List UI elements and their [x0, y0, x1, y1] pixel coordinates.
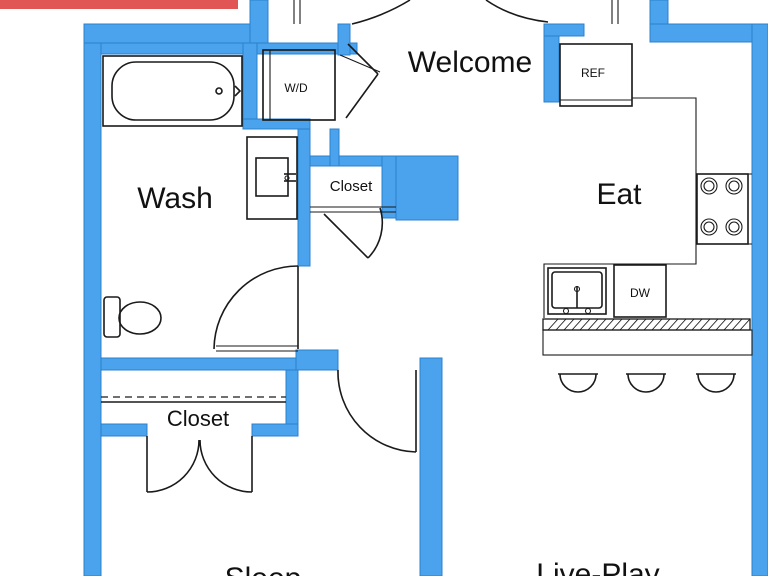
- hall-closet-door: [310, 206, 396, 259]
- wall-exterior-left: [83, 23, 102, 576]
- toilet: [103, 296, 162, 338]
- bath-vanity: [246, 136, 298, 220]
- header-badge: [0, 0, 238, 9]
- kitchen-sink: [547, 267, 607, 315]
- island-counter: [542, 318, 753, 356]
- laundry-bifold-door: [339, 43, 381, 119]
- wall-exterior-top-left: [83, 23, 269, 44]
- bar-stool: [696, 373, 736, 393]
- room-label-closet-hall: Closet: [330, 178, 373, 195]
- walls: [83, 0, 768, 576]
- wall-wash-top: [100, 42, 252, 55]
- dishwasher: DW: [613, 264, 667, 318]
- wall-closet-left-jamb: [100, 423, 148, 437]
- wall-wash-bottom: [100, 357, 297, 371]
- wall-laundry-post: [337, 23, 351, 56]
- wall-ref-top: [543, 23, 585, 37]
- refrigerator-label: REF: [581, 66, 605, 80]
- bathtub: [102, 55, 243, 127]
- wall-closet-right: [381, 155, 397, 219]
- wall-exterior-top-stub-right: [649, 0, 669, 27]
- room-label-wash: Wash: [137, 182, 213, 215]
- wall-laundry-bottom: [242, 118, 311, 130]
- wall-vanity-jamb: [297, 128, 311, 267]
- room-label-welcome: Welcome: [408, 46, 532, 79]
- washer-dryer-label: W/D: [284, 81, 308, 95]
- room-label-live-play: Live-Play: [536, 558, 659, 576]
- room-label-eat: Eat: [596, 178, 642, 211]
- entry-doors: [293, 0, 619, 25]
- wall-utility-block: [395, 155, 459, 221]
- bar-stool: [558, 373, 598, 393]
- bar-stool: [626, 373, 666, 393]
- bar-stools: [558, 373, 736, 393]
- wall-exterior-top-right: [649, 23, 768, 43]
- room-label-closet-sleep: Closet: [167, 406, 229, 431]
- dishwasher-label: DW: [630, 286, 651, 300]
- sleep-door: [337, 369, 417, 453]
- sleep-closet: [101, 396, 286, 493]
- wall-laundry-left: [242, 42, 258, 130]
- wall-sleep-right: [419, 357, 443, 576]
- washer-dryer: W/D: [262, 49, 336, 121]
- wall-exterior-top-stub: [249, 0, 269, 44]
- room-label-sleep: Sleep: [225, 562, 302, 576]
- kitchen-counter: [543, 44, 752, 318]
- wall-laundry-top: [256, 42, 358, 55]
- wash-door: [213, 265, 299, 352]
- refrigerator: REF: [559, 43, 633, 107]
- wall-closet-divider: [329, 128, 340, 167]
- wall-closet-right-jamb: [251, 423, 299, 437]
- wall-hall-stub: [295, 349, 339, 371]
- wall-exterior-right: [751, 23, 768, 576]
- cooktop: [696, 173, 749, 245]
